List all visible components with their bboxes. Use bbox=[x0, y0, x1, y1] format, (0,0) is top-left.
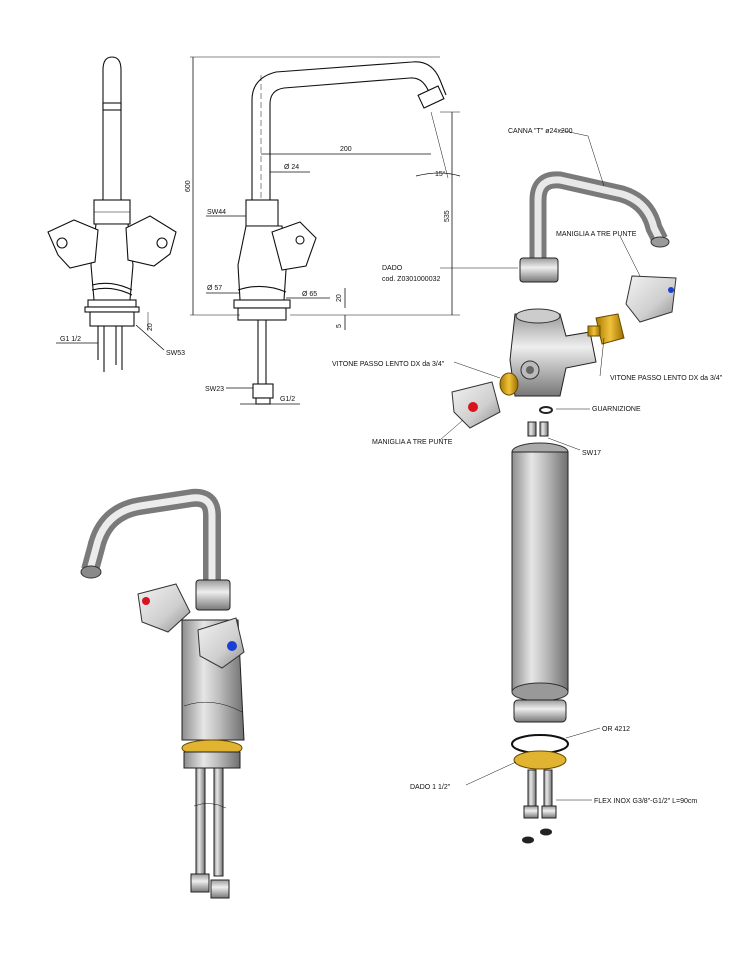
callout-maniglia-right: MANIGLIA A TRE PUNTE bbox=[556, 231, 637, 238]
assembled-view bbox=[80, 488, 245, 899]
callout-guarnizione: GUARNIZIONE bbox=[592, 406, 641, 413]
dim-dia24: Ø 24 bbox=[284, 164, 299, 171]
callout-vitone-left: VITONE PASSO LENTO DX da 3/4" bbox=[332, 361, 445, 368]
dim-dia65: Ø 65 bbox=[302, 291, 317, 298]
callout-or: OR 4212 bbox=[602, 726, 630, 733]
callout-flex: FLEX INOX G3/8"-G1/2" L=90cm bbox=[594, 798, 697, 805]
dim-20: 20 bbox=[147, 323, 154, 331]
front-view-drawing: 600 535 200 Ø 24 15° SW44 Ø 57 Ø 65 20 5… bbox=[185, 56, 461, 405]
dim-sw53: SW53 bbox=[166, 350, 185, 357]
dim-g112: G1 1/2 bbox=[60, 336, 81, 343]
dim-535: 535 bbox=[444, 210, 451, 222]
dim-20b: 20 bbox=[336, 294, 343, 302]
callout-sw17: SW17 bbox=[582, 450, 601, 457]
dim-5: 5 bbox=[336, 324, 343, 328]
callout-canna: CANNA "T" ø24x200 bbox=[508, 128, 573, 135]
dim-sw23: SW23 bbox=[205, 386, 224, 393]
cold-dot-icon bbox=[227, 641, 237, 651]
side-view-drawing: G1 1/2 SW53 20 bbox=[47, 56, 185, 372]
callout-dado-112: DADO 1 1/2" bbox=[410, 784, 451, 791]
cold-indicator-icon bbox=[668, 287, 674, 293]
hot-indicator-icon bbox=[468, 402, 478, 412]
callout-leaders bbox=[439, 129, 641, 801]
callout-maniglia-left: MANIGLIA A TRE PUNTE bbox=[372, 439, 453, 446]
dim-600: 600 bbox=[185, 180, 192, 192]
callout-dado-code: cod. Z0301000032 bbox=[382, 276, 440, 283]
exploded-view bbox=[451, 171, 677, 844]
hot-dot-icon bbox=[142, 597, 150, 605]
dim-angle: 15° bbox=[435, 170, 446, 178]
callout-dado: DADO bbox=[382, 265, 403, 272]
callout-vitone-right: VITONE PASSO LENTO DX da 3/4" bbox=[610, 375, 723, 382]
dim-g12: G1/2 bbox=[280, 396, 295, 403]
dim-200: 200 bbox=[340, 146, 352, 153]
dim-sw44: SW44 bbox=[207, 209, 226, 216]
dim-dia57: Ø 57 bbox=[207, 285, 222, 292]
